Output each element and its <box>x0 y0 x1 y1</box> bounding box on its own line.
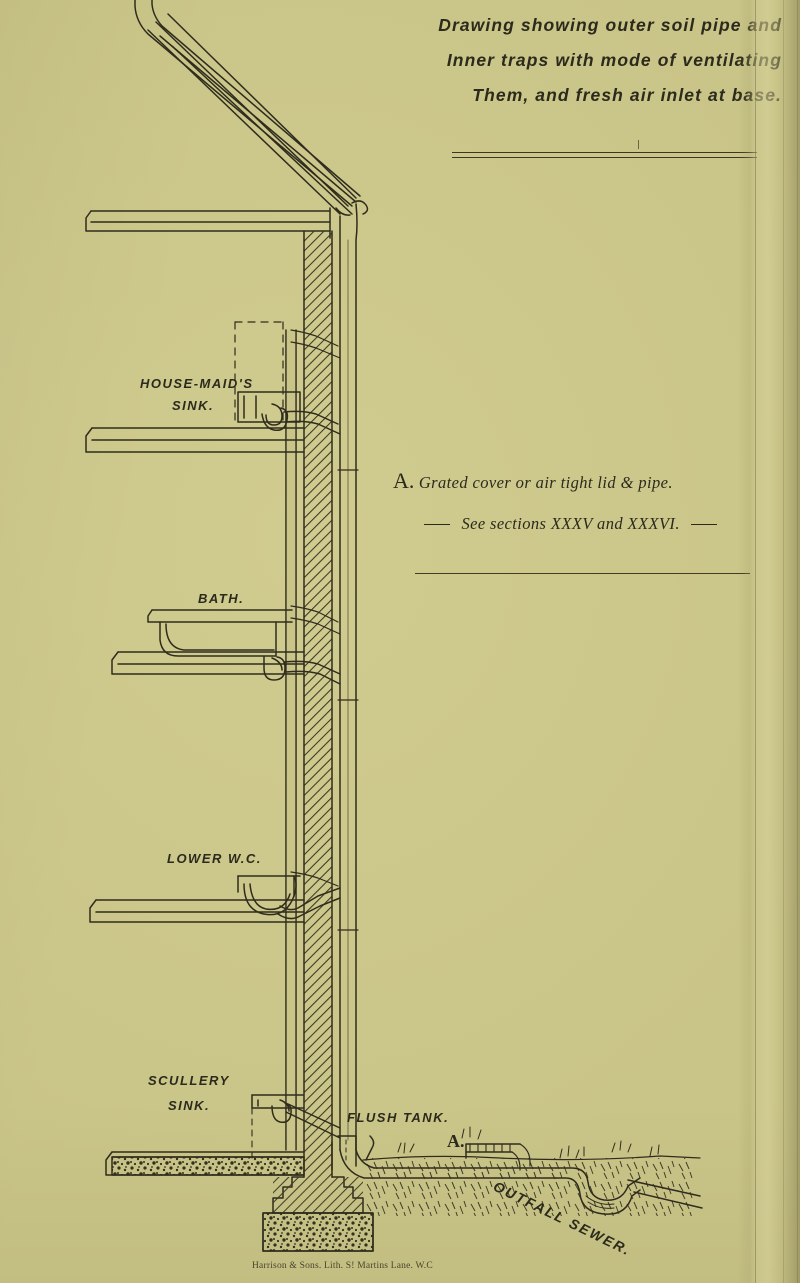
title-underline <box>452 152 757 158</box>
basement-floor <box>105 1151 305 1176</box>
vent-branch-bath <box>290 605 341 635</box>
annotation-line-1: Grated cover or air tight lid & pipe. <box>418 473 673 492</box>
flush-tank <box>331 1135 375 1171</box>
annotation-underline <box>415 573 750 574</box>
inner-vent-pipe <box>285 329 297 1151</box>
page-edge-binding <box>738 0 800 1283</box>
soil-pipe-joints <box>337 469 359 931</box>
label-scullery-sink-line2: SINK. <box>168 1098 211 1113</box>
roof-eaves <box>85 207 331 239</box>
title-line-3: Them, and fresh air inlet at base. <box>472 85 782 105</box>
title-line-1: Drawing showing outer soil pipe and <box>438 15 782 35</box>
vent-pipe-head <box>134 0 361 207</box>
plate-title: Drawing showing outer soil pipe and Inne… <box>330 8 782 113</box>
vent-branch-housemaid <box>290 329 341 359</box>
bath-fixture <box>147 609 293 657</box>
outer-soil-pipe <box>339 203 358 1151</box>
floor-slab-2 <box>111 651 305 675</box>
wall-footing <box>272 1176 364 1214</box>
title-tick-mark <box>638 140 639 149</box>
printer-imprint: Harrison & Sons. Lith. S! Martins Lane. … <box>252 1261 433 1271</box>
title-line-2: Inner traps with mode of ventilating <box>446 50 782 70</box>
vent-branch-wc <box>290 871 339 887</box>
annotation-line-2: sections XXXV and XXXVI. <box>490 514 680 533</box>
annotation-leader-dash-right <box>691 524 718 525</box>
label-scullery-sink-line1: SCULLERY <box>148 1073 230 1088</box>
scullery-sink-fixture <box>251 1094 341 1161</box>
annotation-see-word: See <box>461 514 486 533</box>
label-flush-tank: FLUSH TANK. <box>347 1110 450 1125</box>
outfall-drain <box>627 1179 703 1209</box>
house-wall <box>303 230 333 1178</box>
label-housemaids-sink-line2: SINK. <box>172 398 215 413</box>
surface-vegetation <box>397 1126 660 1159</box>
label-housemaids-sink-line1: HOUSE-MAID'S <box>140 376 254 391</box>
key-annotation: A. Grated cover or air tight lid & pipe.… <box>393 468 793 534</box>
intercepting-trap <box>555 1167 641 1215</box>
house-drain <box>339 1149 557 1179</box>
annotation-leader-dash-left <box>424 524 450 525</box>
floor-slab-1 <box>85 427 305 453</box>
housemaids-sink-fixture <box>234 321 341 435</box>
fresh-air-inlet <box>465 1143 531 1171</box>
roof-slope <box>147 13 357 215</box>
annotation-key-letter: A. <box>393 468 415 493</box>
floor-slab-3 <box>89 899 305 923</box>
footing-concrete <box>262 1212 374 1252</box>
label-lower-wc: LOWER W.C. <box>167 851 262 866</box>
vent-cowl <box>351 200 369 215</box>
label-bath: BATH. <box>198 591 245 606</box>
bath-trap <box>263 655 341 685</box>
label-base-key-letter: A. <box>447 1131 465 1151</box>
